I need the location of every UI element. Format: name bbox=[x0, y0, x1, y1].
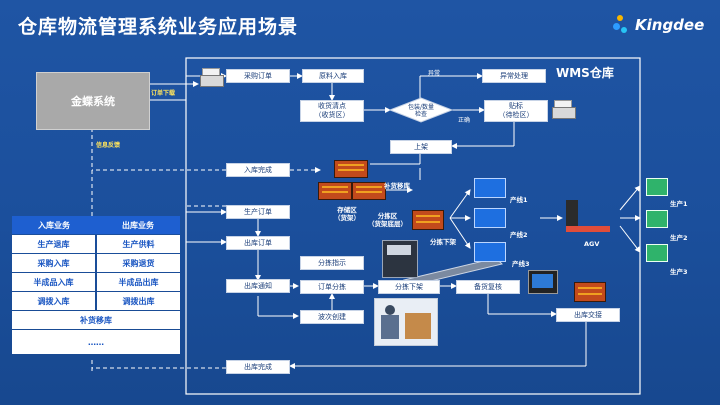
worker-scene-icon bbox=[374, 298, 438, 346]
inbound-header: 入库业务 bbox=[12, 216, 96, 234]
logo-dot-icon bbox=[617, 15, 623, 21]
order-download-label: 订单下载 bbox=[151, 90, 176, 97]
exception-label: 异常 bbox=[428, 70, 441, 77]
business-cell[interactable]: 半成品入库 bbox=[12, 273, 95, 291]
bin-icon bbox=[474, 178, 506, 198]
bin-icon bbox=[474, 242, 506, 262]
factory-house-icon bbox=[646, 244, 668, 262]
pick-down-label: 分拣下架 bbox=[430, 238, 456, 246]
factory-house-icon bbox=[646, 210, 668, 228]
shelf-icon bbox=[318, 182, 352, 200]
line3-label: 产线3 bbox=[512, 260, 530, 268]
picking-machine-icon bbox=[382, 240, 418, 278]
prod2-label: 生产2 bbox=[670, 234, 688, 242]
prod1-label: 生产1 bbox=[670, 200, 688, 208]
line2-label: 产线2 bbox=[510, 231, 528, 239]
terminal-screen-icon bbox=[528, 270, 558, 294]
business-cell[interactable]: 生产退库 bbox=[12, 235, 95, 253]
shelf-icon bbox=[412, 210, 444, 230]
receive-check-box[interactable]: 收货清点 （收货区） bbox=[300, 100, 364, 122]
outbound-handover-box[interactable]: 出库交接 bbox=[556, 308, 620, 322]
stock-check-box[interactable]: 备货复核 bbox=[456, 280, 520, 294]
info-feedback-label: 信息反馈 bbox=[96, 142, 121, 149]
page-title: 仓库物流管理系统业务应用场景 bbox=[18, 16, 299, 38]
line1-label: 产线1 bbox=[510, 196, 528, 204]
label-to-check-box[interactable]: 贴标 （待检区） bbox=[484, 100, 548, 122]
business-cell[interactable]: 半成品出库 bbox=[97, 273, 180, 291]
business-type-table: 入库业务 出库业务 生产退库 生产供料 采购入库 采购退货 半成品入库 半成品出… bbox=[12, 216, 180, 360]
wave-create-box[interactable]: 波次创建 bbox=[300, 310, 364, 324]
shelve-box[interactable]: 上架 bbox=[390, 140, 452, 154]
prod3-label: 生产3 bbox=[670, 268, 688, 276]
outbound-notice-box[interactable]: 出库通知 bbox=[226, 279, 290, 293]
storage-area-label: 存储区 （货架） bbox=[334, 206, 360, 222]
business-cell[interactable]: 补货移库 bbox=[12, 311, 180, 329]
agv-label: AGV bbox=[584, 240, 600, 248]
pick-area-label: 分拣区 （货架底层） bbox=[368, 212, 407, 228]
business-cell[interactable]: 生产供料 bbox=[97, 235, 180, 253]
bin-icon bbox=[474, 208, 506, 228]
code-qty-check-label[interactable]: 包装/数量 检查 bbox=[407, 104, 435, 118]
agv-forklift-icon bbox=[566, 200, 610, 234]
shelf-icon bbox=[352, 182, 386, 200]
wms-warehouse-label: WMS仓库 bbox=[556, 66, 614, 80]
pick-instruction-box[interactable]: 分拣指示 bbox=[300, 256, 364, 270]
normal-label: 正确 bbox=[458, 117, 471, 124]
business-cell[interactable]: 调拨出库 bbox=[97, 292, 180, 310]
business-cell[interactable]: 采购入库 bbox=[12, 254, 95, 272]
exception-handle-box[interactable]: 异常处理 bbox=[482, 69, 546, 83]
shelf-icon bbox=[334, 160, 368, 178]
logo-dot-icon bbox=[613, 23, 620, 30]
replenish-label: 补货移库 bbox=[384, 182, 410, 190]
kingdee-logo: Kingdee bbox=[613, 14, 708, 36]
outbound-header: 出库业务 bbox=[96, 216, 180, 234]
shelf-icon bbox=[574, 282, 606, 302]
business-cell[interactable]: 采购退货 bbox=[97, 254, 180, 272]
raw-inbound-box[interactable]: 原料入库 bbox=[302, 69, 364, 83]
production-order-box[interactable]: 生产订单 bbox=[226, 205, 290, 219]
order-pick-box[interactable]: 订单分拣 bbox=[300, 280, 364, 294]
outbound-order-box[interactable]: 出库订单 bbox=[226, 236, 290, 250]
purchase-order-box[interactable]: 采购订单 bbox=[226, 69, 290, 83]
erp-system-box[interactable]: 金蝶系统 bbox=[36, 72, 150, 130]
check-diamond bbox=[388, 97, 454, 123]
business-cell[interactable]: 调拨入库 bbox=[12, 292, 95, 310]
business-more: …… bbox=[12, 330, 180, 354]
outbound-complete-box[interactable]: 出库完成 bbox=[226, 360, 290, 374]
brand-name: Kingdee bbox=[635, 16, 705, 34]
logo-dot-icon bbox=[621, 27, 627, 33]
factory-house-icon bbox=[646, 178, 668, 196]
inbound-complete-box[interactable]: 入库完成 bbox=[226, 163, 290, 177]
printer-icon bbox=[200, 68, 224, 87]
pick-down-box[interactable]: 分拣下架 bbox=[378, 280, 440, 294]
printer-icon bbox=[552, 100, 576, 119]
